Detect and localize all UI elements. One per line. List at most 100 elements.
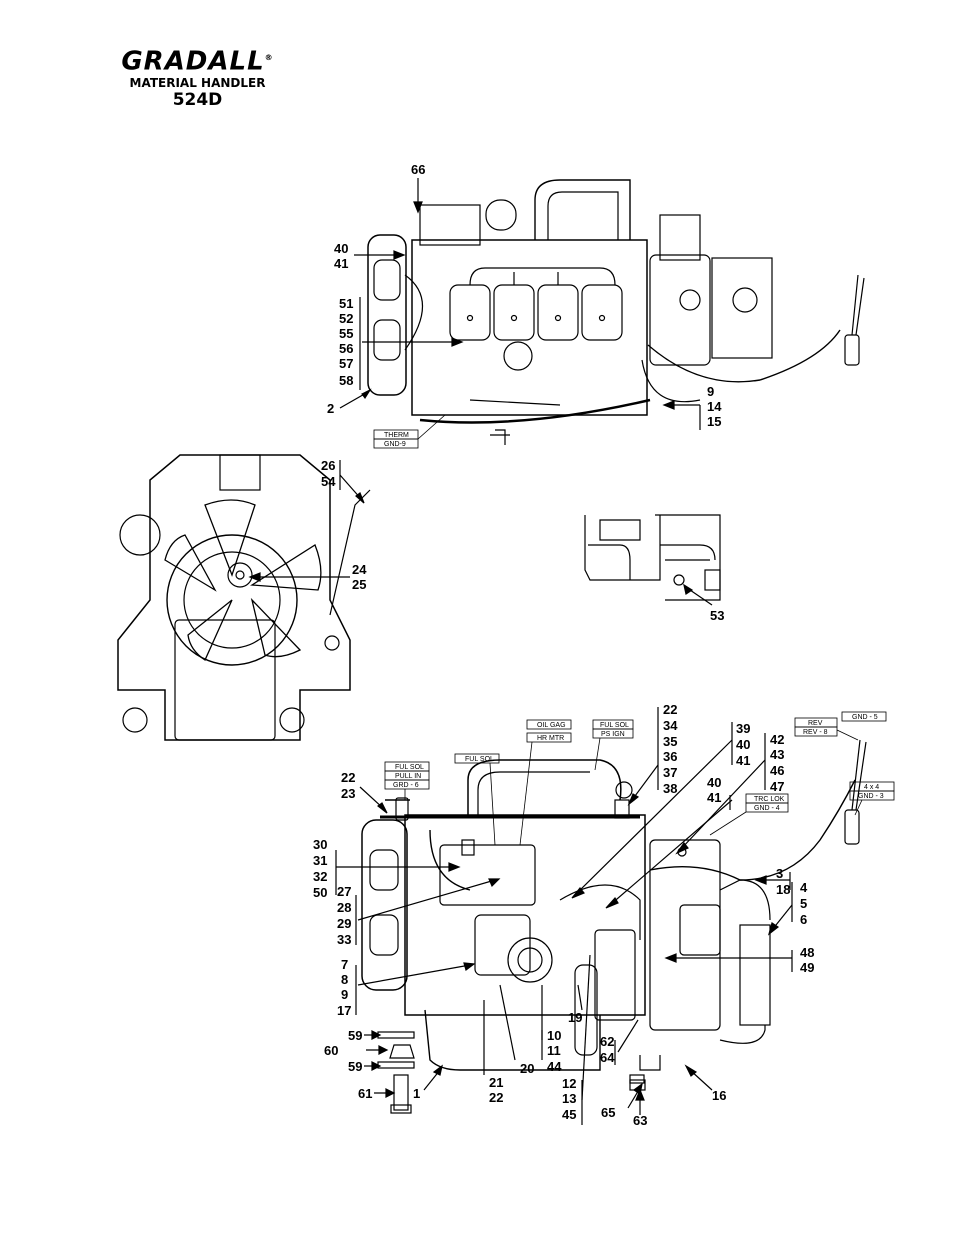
callout: 30	[313, 837, 327, 852]
callout: 1	[413, 1086, 420, 1101]
svg-text:HR MTR: HR MTR	[537, 735, 564, 742]
callout: 66	[411, 162, 425, 177]
wire-tags: THERM GND-9 FUL SOL PULL IN GRD - 6 FUL …	[373, 414, 895, 846]
svg-text:TRC LOK: TRC LOK	[754, 796, 785, 803]
callout: 53	[710, 608, 724, 623]
tag-four-by-four: 4 x 4 GND - 3	[849, 781, 895, 816]
tag-trc-lok: TRC LOK GND - 4	[709, 793, 789, 836]
callout: 60	[324, 1043, 338, 1058]
front-view-leaders	[248, 460, 365, 582]
callout: 55	[339, 326, 353, 341]
callout: 22	[489, 1090, 503, 1105]
callout: 9	[341, 987, 348, 1002]
callout: 14	[707, 399, 722, 414]
callout: 37	[663, 765, 677, 780]
svg-text:GND - 5: GND - 5	[852, 714, 878, 721]
callout: 33	[337, 932, 351, 947]
callout: 31	[313, 853, 327, 868]
callout: 22	[341, 770, 355, 785]
callout: 40	[707, 775, 721, 790]
brand-header: GRADALL® MATERIAL HANDLER 524D	[110, 44, 285, 110]
callout: 17	[337, 1003, 351, 1018]
tag-oil-gag: OIL GAG HR MTR	[519, 719, 572, 846]
top-view-leaders	[339, 178, 701, 430]
callout: 40	[736, 737, 750, 752]
detail-view	[584, 514, 721, 606]
callout: 13	[562, 1091, 576, 1106]
callout: 36	[663, 749, 677, 764]
svg-text:FUL SOL: FUL SOL	[395, 764, 424, 771]
callout: 7	[341, 957, 348, 972]
callout: 2	[327, 401, 334, 416]
callout: 46	[770, 763, 784, 778]
callout: 16	[712, 1088, 726, 1103]
callout: 54	[321, 474, 336, 489]
model-number: 524D	[172, 89, 223, 110]
callout: 50	[313, 885, 327, 900]
callout: 51	[339, 296, 353, 311]
callout: 32	[313, 869, 327, 884]
svg-text:GND - 3: GND - 3	[858, 793, 884, 800]
svg-text:REV - 8: REV - 8	[803, 729, 828, 736]
callout: 59	[348, 1059, 362, 1074]
callout: 56	[339, 341, 353, 356]
callout: 28	[337, 900, 351, 915]
callout: 11	[547, 1043, 561, 1058]
callout: 23	[341, 786, 355, 801]
callout: 9	[707, 384, 714, 399]
callout: 26	[321, 458, 335, 473]
svg-text:GND - 4: GND - 4	[754, 805, 780, 812]
front-view-engine	[117, 454, 371, 741]
callout: 63	[633, 1113, 647, 1128]
callout: 38	[663, 781, 677, 796]
svg-text:PULL IN: PULL IN	[395, 773, 421, 780]
callout: 19	[568, 1010, 582, 1025]
callout: 45	[562, 1107, 576, 1122]
tag-therm: THERM GND-9	[373, 414, 446, 449]
callout: 4	[800, 880, 808, 895]
callout: 18	[776, 882, 790, 897]
callout: 62	[600, 1034, 614, 1049]
svg-text:OIL GAG: OIL GAG	[537, 722, 566, 729]
svg-text:4 x 4: 4 x 4	[864, 784, 879, 791]
callout: 24	[352, 562, 367, 577]
svg-text:GRD - 6: GRD - 6	[393, 782, 419, 789]
product-name: MATERIAL HANDLER	[129, 75, 266, 90]
callout: 49	[800, 960, 814, 975]
svg-text:FUL SOL: FUL SOL	[600, 722, 629, 729]
callout: 43	[770, 747, 784, 762]
callout: 57	[339, 356, 353, 371]
tag-ful-sol: FUL SOL	[454, 753, 500, 846]
callout: 6	[800, 912, 807, 927]
callout: 64	[600, 1050, 615, 1065]
callout: 10	[547, 1028, 561, 1043]
callout: 41	[334, 256, 348, 271]
tag-ful-sol-ps: FUL SOL PS IGN	[592, 719, 634, 771]
brand-logo: GRADALL®	[121, 46, 274, 77]
callout: 40	[334, 241, 348, 256]
callout: 52	[339, 311, 353, 326]
top-view-engine	[367, 179, 865, 445]
callout: 59	[348, 1028, 362, 1043]
tag-ful-sol-pull: FUL SOL PULL IN GRD - 6	[384, 761, 430, 800]
callout: 3	[776, 866, 783, 881]
callout: 39	[736, 721, 750, 736]
svg-text:GND-9: GND-9	[384, 441, 406, 448]
callout: 12	[562, 1076, 576, 1091]
callout: 41	[707, 790, 721, 805]
callout: 27	[337, 884, 351, 899]
callout: 29	[337, 916, 351, 931]
callout: 61	[358, 1086, 372, 1101]
callout-numbers: 66 40 41 51 52 55 56 57 58 2 9 14 15 26 …	[313, 162, 814, 1128]
callout: 58	[339, 373, 353, 388]
tag-rev: REV REV - 8	[794, 717, 838, 737]
callout: 8	[341, 972, 348, 987]
svg-text:FUL SOL: FUL SOL	[465, 756, 494, 763]
callout: 44	[547, 1059, 562, 1074]
callout: 15	[707, 414, 721, 429]
side-view-engine	[361, 739, 867, 1114]
callout: 34	[663, 718, 678, 733]
callout: 25	[352, 577, 366, 592]
tag-gnd5: GND - 5	[836, 711, 887, 741]
